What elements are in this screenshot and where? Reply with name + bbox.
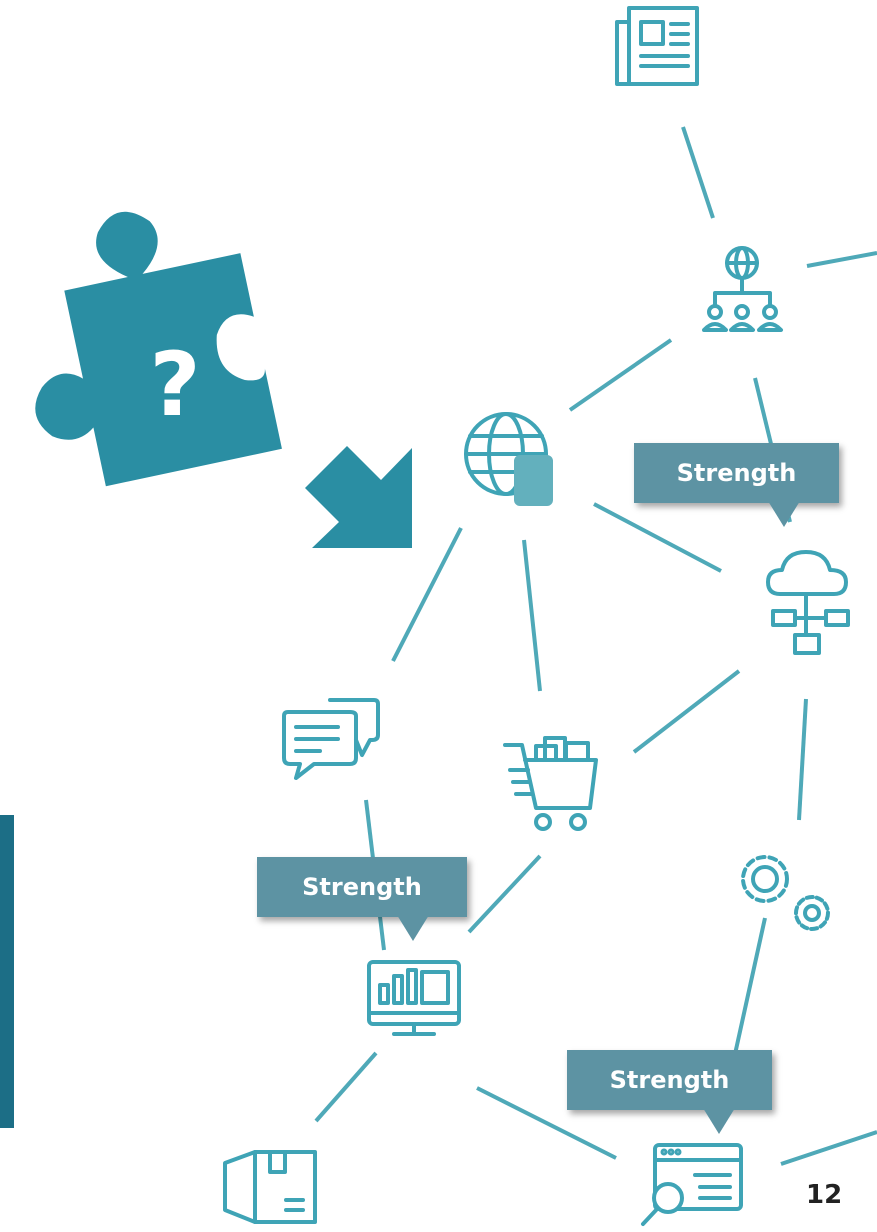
connector-line bbox=[797, 698, 808, 821]
page-number: 12 bbox=[806, 1180, 843, 1210]
connector-line bbox=[522, 539, 542, 692]
connector-line bbox=[593, 502, 722, 573]
arrow-icon bbox=[305, 446, 412, 548]
callout-label: Strength bbox=[609, 1066, 730, 1094]
gears-icon bbox=[741, 855, 830, 931]
callout-pointer bbox=[768, 501, 800, 527]
callout-label: Strength bbox=[676, 459, 797, 487]
connector-line bbox=[806, 251, 877, 268]
strength-callout: Strength bbox=[257, 857, 467, 941]
puzzle-piece-icon bbox=[35, 211, 282, 487]
connector-line bbox=[780, 1130, 877, 1166]
question-mark: ? bbox=[149, 333, 200, 436]
monitor-chart-icon bbox=[367, 960, 461, 1036]
shopping-cart-icon bbox=[503, 736, 598, 831]
globe-network-icon bbox=[702, 246, 783, 332]
connector-line bbox=[476, 1086, 617, 1160]
left-accent-bar bbox=[0, 815, 14, 1128]
callout-label: Strength bbox=[302, 873, 422, 901]
strength-callout: Strength bbox=[634, 443, 839, 527]
callout-pointer bbox=[703, 1108, 735, 1134]
chat-bubbles-icon bbox=[282, 698, 380, 780]
connector-lines bbox=[314, 126, 877, 1166]
connector-line bbox=[568, 338, 673, 412]
connector-line bbox=[681, 126, 715, 219]
connector-line bbox=[391, 527, 463, 662]
callout-pointer bbox=[397, 915, 429, 941]
connector-line bbox=[467, 854, 542, 934]
strength-callout: Strength bbox=[567, 1050, 772, 1134]
newspaper-icon bbox=[615, 6, 699, 86]
web-search-icon bbox=[641, 1143, 743, 1226]
package-box-icon bbox=[223, 1150, 317, 1224]
cloud-network-icon bbox=[766, 550, 850, 655]
connector-line bbox=[314, 1051, 378, 1123]
globe-device-icon bbox=[464, 412, 553, 506]
connector-line bbox=[632, 669, 741, 754]
